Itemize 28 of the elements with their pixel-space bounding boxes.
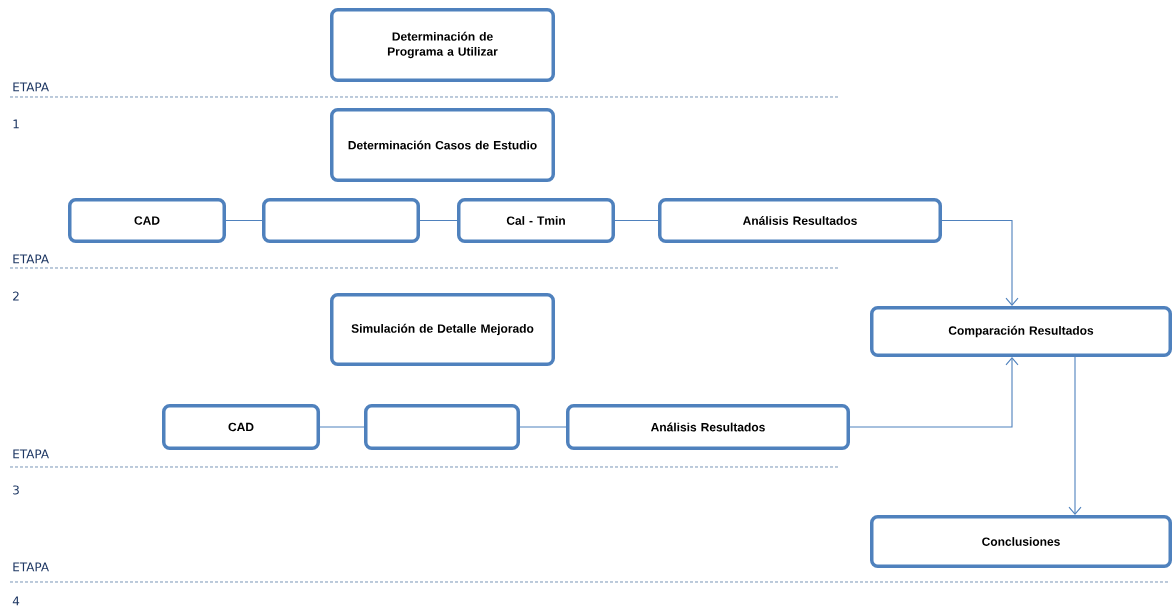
connector [519, 426, 567, 428]
process-box: Cal - Tmin [457, 198, 615, 243]
process-box: CAD [162, 404, 320, 450]
stage-label: ETAPA [13, 254, 49, 264]
process-box: Simulación de Detalle Mejorado [330, 293, 555, 366]
connector [419, 219, 458, 222]
connector [941, 219, 1019, 306]
stage-label: ETAPA [13, 562, 49, 572]
stage-label: ETAPA [13, 449, 49, 459]
stage-label: 2 [13, 291, 19, 301]
process-box: Análisis Resultados [658, 198, 942, 243]
connector [849, 357, 1019, 428]
stage-label: 3 [13, 485, 19, 495]
connector [614, 219, 659, 222]
connector [1068, 356, 1082, 515]
process-box: Determinación Casos de Estudio [330, 108, 555, 182]
process-box: CAD [68, 198, 226, 243]
connector [319, 426, 365, 428]
stage-label: 4 [12, 596, 20, 606]
stage-label: 1 [13, 119, 19, 129]
process-box: Análisis Resultados [566, 404, 850, 450]
process-box [364, 404, 520, 450]
stage-label: ETAPA [13, 82, 49, 92]
process-box [262, 198, 420, 243]
process-box: Determinación de Programa a Utilizar [330, 8, 555, 82]
connector [225, 219, 263, 222]
process-box: Comparación Resultados [870, 306, 1172, 357]
process-box: Conclusiones [870, 515, 1172, 568]
